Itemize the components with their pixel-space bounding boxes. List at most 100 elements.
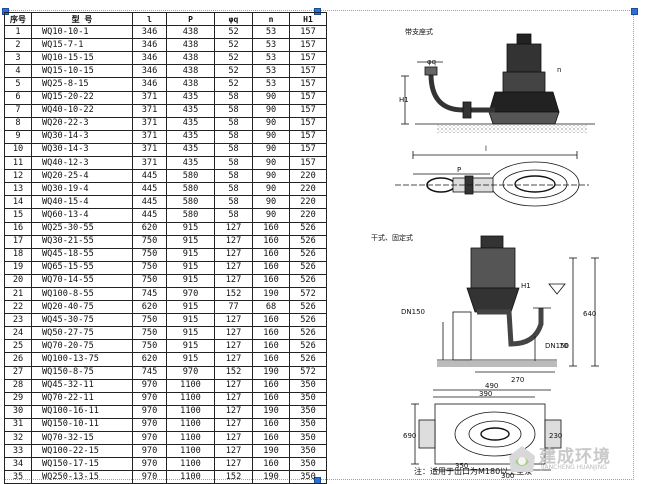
cell-model: WQ150-8-75	[31, 365, 133, 380]
cell-phi-q: 52	[214, 38, 253, 53]
cell-phi-q: 58	[214, 195, 253, 210]
cell-index: 14	[4, 195, 32, 210]
cell-model: WQ70-22-11	[31, 391, 133, 406]
cell-h1: 526	[289, 234, 327, 249]
cell-index: 33	[4, 444, 32, 459]
cell-l: 346	[132, 38, 167, 53]
cell-phi-q: 58	[214, 182, 253, 197]
cell-n: 160	[252, 352, 290, 367]
cell-model: WQ10-15-15	[31, 51, 133, 66]
cell-h1: 157	[289, 156, 327, 171]
cell-index: 10	[4, 142, 32, 158]
cell-phi-q: 58	[214, 142, 253, 158]
cell-p: 915	[166, 260, 215, 275]
cell-l: 750	[132, 247, 167, 262]
cell-n: 53	[252, 25, 290, 40]
cell-h1: 526	[289, 260, 327, 275]
cell-model: WQ20-25-4	[31, 169, 133, 184]
cell-h1: 350	[289, 391, 327, 406]
cell-h1: 350	[289, 417, 327, 433]
cell-l: 750	[132, 273, 167, 288]
cell-l: 371	[132, 156, 167, 171]
dim-n-top: n	[557, 66, 561, 74]
footnote: 注：适用于出口为M180以上型泵	[414, 467, 533, 476]
cell-phi-q: 58	[214, 169, 253, 184]
cell-phi-q: 127	[214, 221, 253, 236]
cell-n: 53	[252, 64, 290, 79]
dim-270: 270	[511, 376, 524, 384]
cell-p: 915	[166, 247, 215, 262]
cell-phi-q: 58	[214, 103, 253, 118]
cell-l: 371	[132, 142, 167, 158]
cell-phi-q: 52	[214, 77, 253, 92]
cell-h1: 157	[289, 38, 327, 53]
cell-l: 371	[132, 129, 167, 144]
table-header-row: 序号 型 号 l P φq n H1	[4, 11, 327, 27]
cell-l: 620	[132, 352, 167, 367]
cell-l: 970	[132, 430, 167, 446]
cell-h1: 157	[289, 116, 327, 131]
cell-l: 620	[132, 300, 167, 315]
cell-model: WQ250-13-15	[31, 470, 133, 484]
cell-index: 21	[4, 286, 32, 302]
cell-l: 745	[132, 286, 167, 302]
cell-n: 160	[252, 326, 290, 341]
cell-phi-q: 127	[214, 417, 253, 433]
cell-h1: 157	[289, 77, 327, 92]
cell-h1: 350	[289, 378, 327, 393]
cell-n: 90	[252, 169, 290, 184]
cell-h1: 157	[289, 142, 327, 158]
cell-l: 445	[132, 169, 167, 184]
cell-l: 346	[132, 77, 167, 92]
cell-p: 438	[166, 38, 215, 53]
cell-phi-q: 52	[214, 51, 253, 66]
cell-phi-q: 127	[214, 378, 253, 393]
cell-h1: 526	[289, 247, 327, 262]
fixed-pump-elevation	[437, 235, 599, 373]
cell-p: 580	[166, 208, 215, 223]
cell-l: 970	[132, 470, 167, 484]
cell-l: 620	[132, 221, 167, 236]
cell-l: 970	[132, 391, 167, 406]
cell-model: WQ100-16-11	[31, 404, 133, 419]
cell-h1: 157	[289, 64, 327, 79]
cell-l: 745	[132, 365, 167, 380]
cell-index: 30	[4, 404, 32, 419]
cell-l: 750	[132, 234, 167, 249]
header-index: 序号	[4, 11, 32, 27]
cell-index: 6	[4, 90, 32, 105]
cell-h1: 157	[289, 51, 327, 66]
cell-p: 438	[166, 64, 215, 79]
cell-n: 90	[252, 116, 290, 131]
resize-handle-top-right[interactable]	[631, 8, 638, 15]
cell-l: 750	[132, 313, 167, 328]
cell-index: 12	[4, 169, 32, 184]
cell-n: 53	[252, 38, 290, 53]
cell-n: 53	[252, 77, 290, 92]
cell-phi-q: 152	[214, 470, 253, 484]
cell-phi-q: 58	[214, 208, 253, 223]
cell-model: WQ15-10-15	[31, 64, 133, 79]
cell-index: 8	[4, 116, 32, 131]
cell-l: 371	[132, 116, 167, 131]
cell-model: WQ70-20-75	[31, 339, 133, 354]
cell-p: 438	[166, 77, 215, 92]
cell-h1: 350	[289, 404, 327, 419]
cell-index: 18	[4, 247, 32, 262]
cell-phi-q: 58	[214, 129, 253, 144]
cell-l: 371	[132, 103, 167, 118]
cell-p: 1100	[166, 404, 215, 419]
cell-model: WQ45-30-75	[31, 313, 133, 328]
cell-n: 160	[252, 221, 290, 236]
